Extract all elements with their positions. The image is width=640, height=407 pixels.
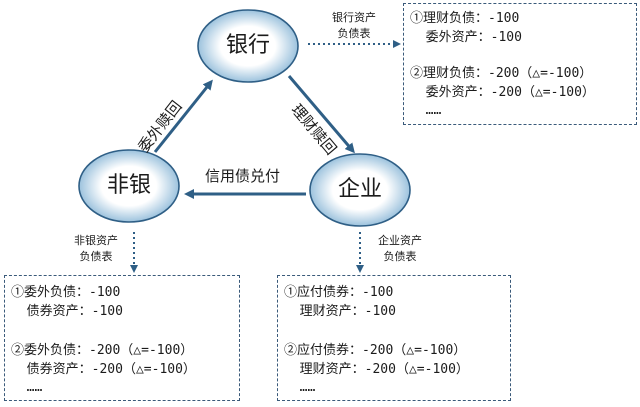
nonbank-node	[78, 149, 180, 223]
nonbank-sheet-line: ……	[11, 380, 43, 395]
bank-sheet-caption-line-2: 负债表	[337, 27, 371, 40]
nonbank-sheet-line: 债券资产：-200（△=-100）	[11, 362, 196, 377]
bank-sheet-line: ②理财负债：-200（△=-100）	[410, 66, 593, 81]
bank-sheet-caption: 银行资产 负债表	[316, 10, 392, 42]
nonbank-sheet-box: ①委外负债：-100 债券资产：-100 ②委外负债：-200（△=-100） …	[4, 275, 240, 401]
nonbank-sheet-line: ②委外负债：-200（△=-100）	[11, 343, 194, 358]
enterprise-node	[309, 153, 411, 227]
enterprise-sheet-caption: 企业资产 负债表	[362, 233, 438, 265]
arrow-bank-to-enterprise	[287, 75, 355, 154]
enterprise-sheet-line: 理财资产：-100	[284, 304, 396, 319]
enterprise-sheet-line: 理财资产：-200（△=-100）	[284, 362, 469, 377]
enterprise-sheet-box: ①应付债券：-100 理财资产：-100 ②应付债券：-200（△=-100） …	[277, 275, 511, 401]
bank-sheet-box: ①理财负债：-100 委外资产：-100 ②理财负债：-200（△=-100） …	[403, 3, 637, 125]
nonbank-sheet-caption-line-1: 非银资产	[74, 234, 118, 247]
bank-sheet-line: ……	[410, 103, 442, 118]
bank-node	[197, 9, 299, 83]
bank-label: 银行	[225, 33, 270, 58]
nonbank-sheet-caption: 非银资产 负债表	[58, 233, 134, 265]
nonbank-sheet-caption-line-2: 负债表	[79, 250, 113, 263]
enterprise-sheet-line: ……	[284, 380, 316, 395]
nonbank-label: 非银	[106, 173, 151, 198]
bank-sheet-line: ①理财负债：-100	[410, 11, 520, 26]
enterprise-sheet-line: ②应付债券：-200（△=-100）	[284, 343, 467, 358]
edge-label-enterprise-to-nonbank: 信用债兑付	[205, 167, 281, 185]
arrow-nonbank-to-bank	[153, 79, 213, 153]
bank-sheet-line: 委外资产：-100	[410, 30, 522, 45]
enterprise-sheet-line: ①应付债券：-100	[284, 285, 394, 300]
enterprise-sheet-caption-line-2: 负债表	[383, 250, 417, 263]
bank-sheet-line: 委外资产：-200（△=-100）	[410, 85, 595, 100]
bank-sheet-caption-line-1: 银行资产	[332, 11, 376, 24]
enterprise-label: 企业	[337, 177, 382, 202]
nonbank-sheet-line: 债券资产：-100	[11, 304, 123, 319]
nonbank-sheet-line: ①委外负债：-100	[11, 285, 121, 300]
enterprise-sheet-caption-line-1: 企业资产	[378, 234, 422, 247]
